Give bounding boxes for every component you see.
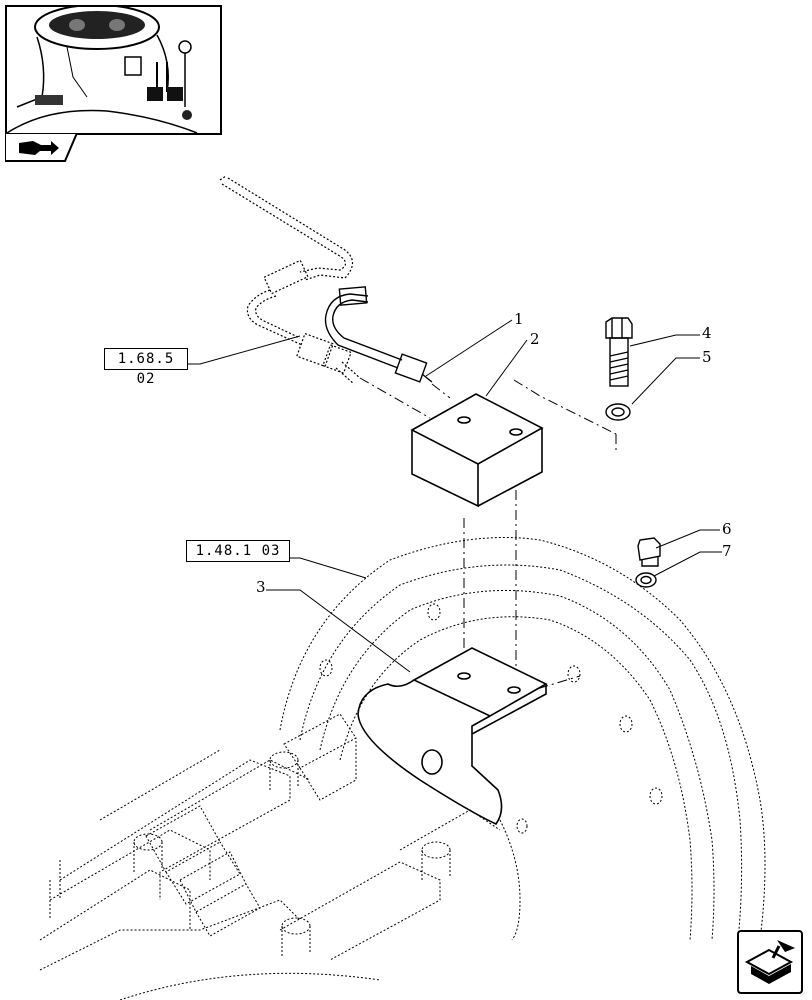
background-pipe — [219, 175, 361, 385]
tractor-cab-thumbnail-icon — [7, 7, 198, 133]
washer-5 — [605, 403, 631, 421]
callout-1: 1 — [514, 310, 524, 328]
callout-6: 6 — [722, 520, 732, 538]
bracket — [357, 647, 548, 826]
callout-3: 3 — [256, 578, 266, 596]
plug — [637, 537, 661, 567]
location-thumbnail — [5, 5, 222, 135]
transmission-housing — [39, 537, 766, 1000]
callout-2: 2 — [530, 330, 540, 348]
book-arrow-icon — [4, 132, 79, 162]
reference-link-2[interactable]: 1.48.1 03 — [186, 540, 290, 562]
callout-5: 5 — [702, 348, 712, 366]
callout-7: 7 — [722, 542, 732, 560]
reference-link-1[interactable]: 1.68.5 02 — [104, 348, 188, 387]
leader-lines — [186, 319, 722, 673]
bolt — [605, 317, 633, 387]
sensor-pipe — [324, 286, 433, 383]
callout-4: 4 — [702, 324, 712, 342]
next-page-arrow-icon — [744, 940, 795, 984]
thumbnail-tab — [4, 132, 79, 163]
switch-block — [410, 393, 544, 508]
washer-7 — [635, 572, 657, 588]
next-page-button[interactable] — [737, 930, 803, 994]
